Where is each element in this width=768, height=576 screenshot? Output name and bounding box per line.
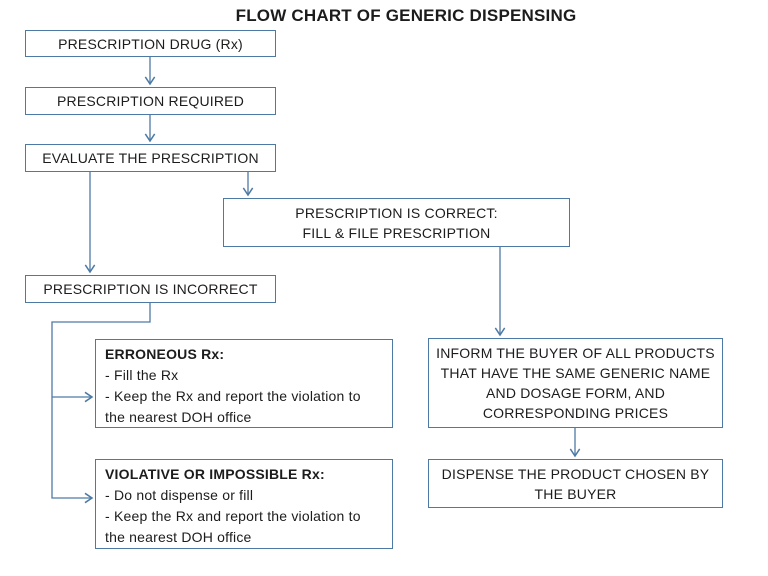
node-line: THAT HAVE THE SAME GENERIC NAME xyxy=(440,365,711,381)
node-line: FILL & FILE PRESCRIPTION xyxy=(302,224,491,241)
node-inform-buyer: INFORM THE BUYER OF ALL PRODUCTS THAT HA… xyxy=(428,338,723,428)
node-heading: ERRONEOUS Rx: xyxy=(105,346,225,362)
node-line: CORRESPONDING PRICES xyxy=(482,405,669,421)
node-line: DISPENSE THE PRODUCT CHOSEN BY xyxy=(441,465,710,482)
node-dispense-product: DISPENSE THE PRODUCT CHOSEN BY THE BUYER xyxy=(428,459,723,508)
node-violative-rx: VIOLATIVE OR IMPOSSIBLE Rx: - Do not dis… xyxy=(95,459,393,549)
node-prescription-drug: PRESCRIPTION DRUG (Rx) xyxy=(25,30,276,57)
node-erroneous-rx: ERRONEOUS Rx: - Fill the Rx - Keep the R… xyxy=(95,339,393,428)
node-line: INFORM THE BUYER OF ALL PRODUCTS xyxy=(436,345,715,361)
node-heading: VIOLATIVE OR IMPOSSIBLE Rx: xyxy=(105,466,325,482)
node-evaluate-prescription: EVALUATE THE PRESCRIPTION xyxy=(25,144,276,172)
node-item: - Do not dispense or fill xyxy=(105,487,254,503)
node-prescription-required: PRESCRIPTION REQUIRED xyxy=(25,87,276,115)
node-line: AND DOSAGE FORM, AND xyxy=(485,385,666,401)
node-item: - Fill the Rx xyxy=(105,367,179,383)
node-item: - Keep the Rx and report the violation t… xyxy=(105,508,361,545)
node-line: PRESCRIPTION IS CORRECT: xyxy=(295,204,498,221)
node-prescription-incorrect: PRESCRIPTION IS INCORRECT xyxy=(25,275,276,303)
page-title: FLOW CHART OF GENERIC DISPENSING xyxy=(235,6,577,25)
node-item: - Keep the Rx and report the violation t… xyxy=(105,388,361,425)
node-prescription-correct: PRESCRIPTION IS CORRECT: FILL & FILE PRE… xyxy=(223,198,570,247)
node-line: THE BUYER xyxy=(534,485,617,502)
